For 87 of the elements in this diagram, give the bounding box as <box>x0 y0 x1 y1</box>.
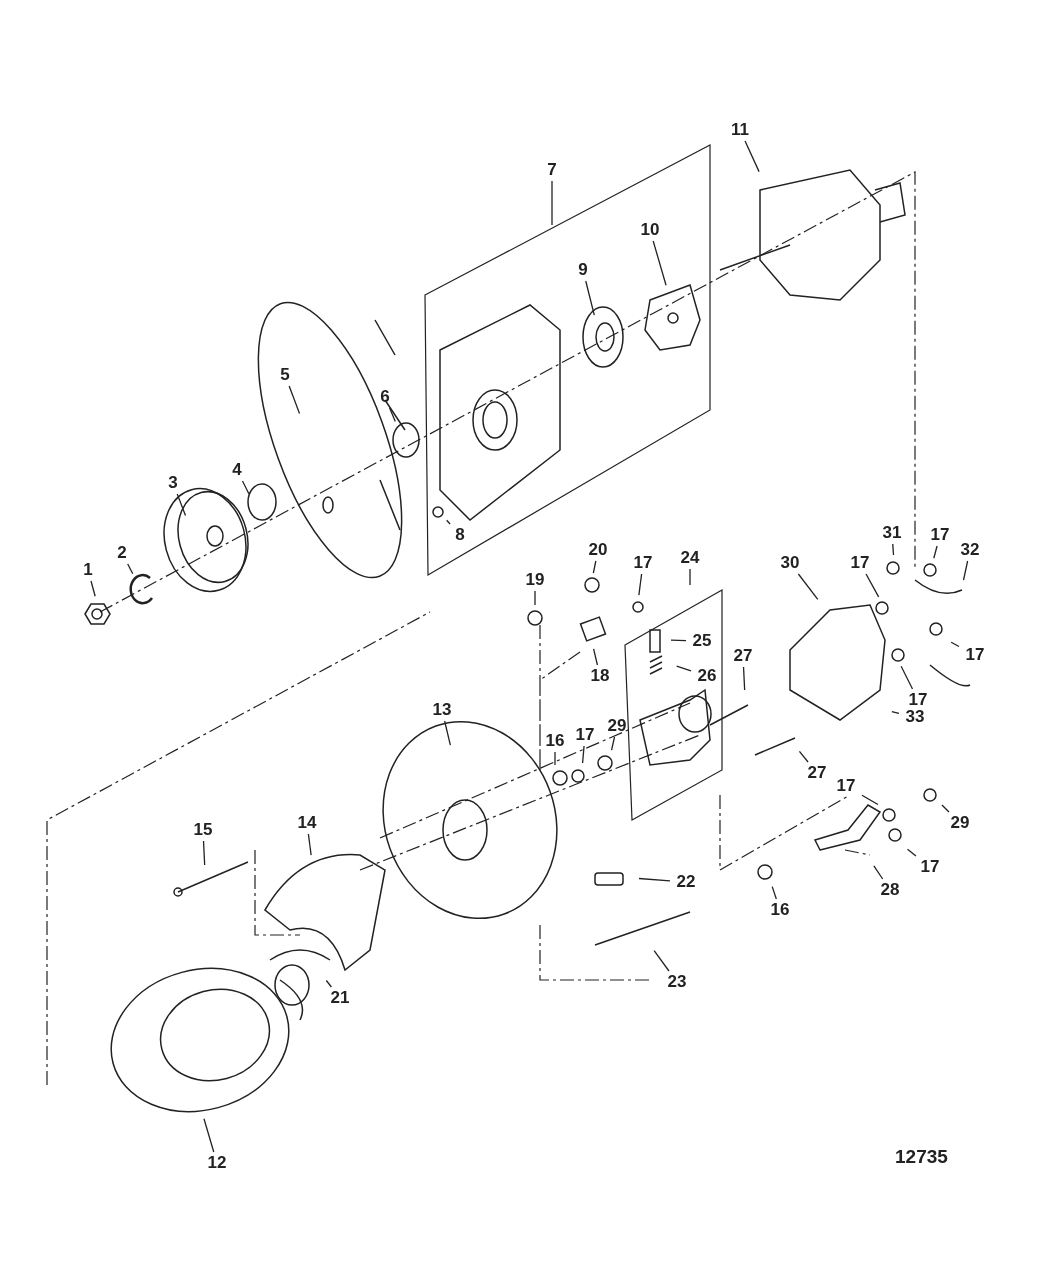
callout-number: 12 <box>203 1154 231 1172</box>
leader-line <box>592 560 597 574</box>
leader-line <box>653 950 670 972</box>
callout-number: 18 <box>586 667 614 685</box>
leader-line <box>202 840 206 866</box>
callout-number: 15 <box>189 821 217 839</box>
callout-number: 17 <box>926 526 954 544</box>
callout-number: 26 <box>693 667 721 685</box>
callout-number: 1 <box>74 561 102 579</box>
callout-number: 13 <box>428 701 456 719</box>
callout-number: 17 <box>904 691 932 709</box>
leader-line <box>676 665 692 672</box>
leader-line <box>744 140 760 173</box>
leader-line <box>534 590 536 606</box>
callout-number: 32 <box>956 541 984 559</box>
leader-line <box>592 648 599 666</box>
leader-line <box>443 720 452 746</box>
leader-line <box>610 736 616 751</box>
callout-number: 7 <box>538 161 566 179</box>
leader-line <box>873 865 884 880</box>
leader-line <box>325 979 333 988</box>
callout-number: 19 <box>521 571 549 589</box>
callout-number: 16 <box>766 901 794 919</box>
callout-number: 22 <box>672 873 700 891</box>
leader-line <box>941 804 950 813</box>
callout-number: 8 <box>446 526 474 544</box>
callout-number: 10 <box>636 221 664 239</box>
callout-number: 20 <box>584 541 612 559</box>
leader-line <box>127 563 134 575</box>
callout-number: 31 <box>878 524 906 542</box>
leader-line <box>689 568 691 586</box>
leader-line <box>176 493 187 517</box>
callout-number: 29 <box>603 717 631 735</box>
callout-number: 17 <box>832 777 860 795</box>
leader-line <box>797 573 819 601</box>
leader-line <box>950 641 960 648</box>
callout-number: 17 <box>961 646 989 664</box>
callout-number: 11 <box>726 121 754 139</box>
callout-number: 24 <box>676 549 704 567</box>
callout-number: 30 <box>776 554 804 572</box>
leader-line <box>203 1118 215 1153</box>
leader-line <box>933 545 938 559</box>
leader-line <box>892 543 895 556</box>
leader-line <box>798 750 809 763</box>
leader-line <box>585 280 595 316</box>
leader-line <box>906 848 917 857</box>
leader-line <box>652 240 667 286</box>
leader-line <box>551 180 553 226</box>
leader-line <box>865 573 880 598</box>
callout-number: 17 <box>846 554 874 572</box>
callout-number: 27 <box>729 647 757 665</box>
leader-line <box>638 877 671 882</box>
leader-line <box>861 794 879 806</box>
callout-number: 4 <box>223 461 251 479</box>
leader-line <box>90 580 96 597</box>
leader-line <box>388 407 396 423</box>
leader-line <box>581 745 585 764</box>
leader-line <box>900 665 914 690</box>
callout-number: 25 <box>688 632 716 650</box>
leader-line <box>638 573 643 596</box>
callout-number: 3 <box>159 474 187 492</box>
callout-number: 33 <box>901 708 929 726</box>
callout-number: 27 <box>803 764 831 782</box>
leader-line <box>288 385 301 415</box>
leader-line <box>554 751 556 766</box>
callout-number: 9 <box>569 261 597 279</box>
leader-line <box>962 560 969 581</box>
callout-number: 29 <box>946 814 974 832</box>
callout-number: 17 <box>629 554 657 572</box>
leader-line <box>771 886 777 900</box>
callout-number: 14 <box>293 814 321 832</box>
callout-number: 5 <box>271 366 299 384</box>
callout-number: 28 <box>876 881 904 899</box>
leader-line <box>241 480 250 495</box>
leader-line <box>307 833 312 856</box>
callout-number: 21 <box>326 989 354 1007</box>
leader-line <box>891 710 900 714</box>
leader-line <box>670 639 687 642</box>
leader-line <box>446 519 451 525</box>
callout-number: 16 <box>541 732 569 750</box>
callout-number: 17 <box>916 858 944 876</box>
callout-number: 2 <box>108 544 136 562</box>
callout-number: 17 <box>571 726 599 744</box>
drawing-number: 12735 <box>895 1146 948 1168</box>
leader-line <box>742 666 746 691</box>
callout-number: 6 <box>371 388 399 406</box>
callout-number: 23 <box>663 973 691 991</box>
